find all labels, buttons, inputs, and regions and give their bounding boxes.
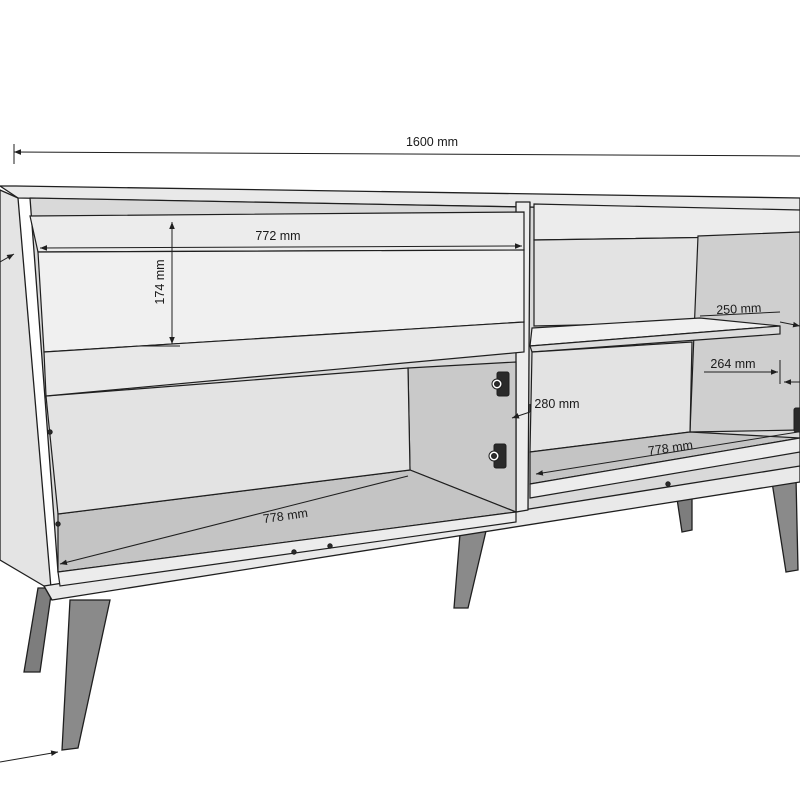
drawer-rail xyxy=(43,321,525,397)
dimension-lines xyxy=(0,144,800,763)
label-left-bottom-width: 778 mm xyxy=(262,506,309,526)
label-drawer-height: 174 mm xyxy=(153,259,167,304)
dim-left-side-line xyxy=(0,253,15,263)
right-front-bottom-edge xyxy=(529,437,800,499)
left-inner-back xyxy=(45,367,411,515)
dim-bottom-left-line xyxy=(0,750,59,763)
screw-hole xyxy=(291,549,297,555)
leg-front-middle xyxy=(453,530,487,609)
legs xyxy=(23,477,799,751)
right-shelf-edge xyxy=(529,325,781,353)
dim-drawer-width-line xyxy=(39,243,523,251)
label-right-bottom-width: 778 mm xyxy=(647,438,694,458)
dim-left-bottom-line xyxy=(59,475,409,565)
dim-overall-width-line xyxy=(13,149,800,157)
right-bottom-shelf xyxy=(529,431,800,485)
dim-shelf-depth-line xyxy=(699,311,781,317)
leg-front-left xyxy=(61,599,111,751)
screw-hole xyxy=(55,521,61,527)
right-upper-box xyxy=(533,203,800,241)
label-shelf-depth: 250 mm xyxy=(716,301,762,317)
label-cabinet-depth: 280 mm xyxy=(534,397,579,411)
screw-hole xyxy=(327,543,333,549)
hinge-lower xyxy=(488,443,507,469)
left-front-bottom-edge xyxy=(57,511,517,587)
label-drawer-width: 772 mm xyxy=(255,229,300,243)
hinge-upper xyxy=(491,371,510,397)
dim-depth-line xyxy=(511,411,531,419)
dimension-labels: 1600 mm 772 mm 174 mm 250 mm 264 mm 280 … xyxy=(153,135,762,526)
leg-front-right xyxy=(771,477,799,573)
hardware xyxy=(47,371,800,555)
left-compartment xyxy=(29,211,525,587)
right-compartment xyxy=(529,203,800,499)
dim-shelf-depth-end xyxy=(779,321,800,328)
hinge-right xyxy=(793,407,800,433)
screw-hole xyxy=(665,481,671,487)
screw-hole xyxy=(47,429,53,435)
label-overall-width: 1600 mm xyxy=(406,135,458,149)
dim-right-bottom-line xyxy=(535,431,799,476)
leg-back-left xyxy=(23,587,53,673)
label-shelf-height: 264 mm xyxy=(710,357,755,371)
